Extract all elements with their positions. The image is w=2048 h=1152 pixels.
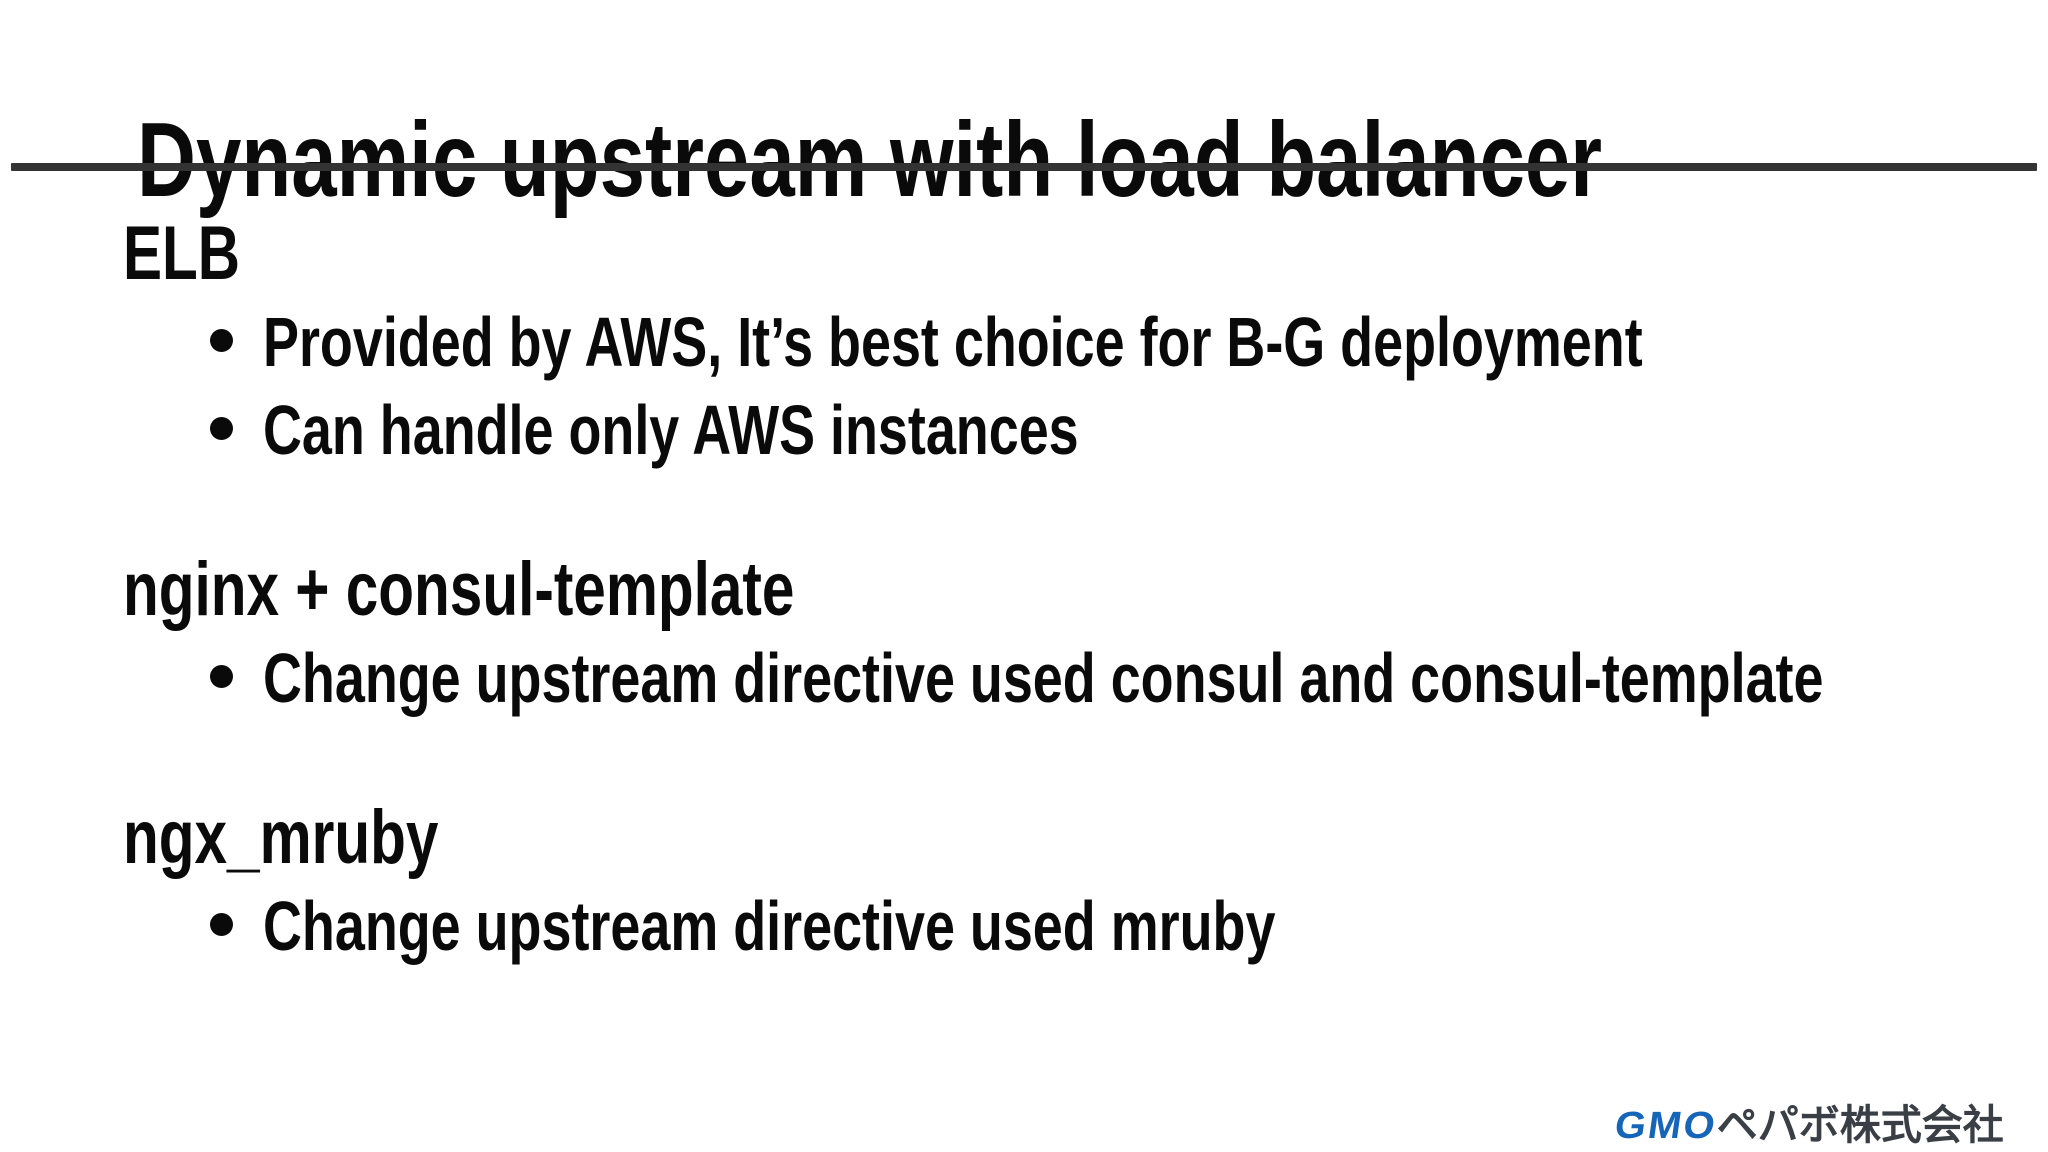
section-heading-text: nginx + consul-template [123,547,795,632]
bullet-text: Can handle only AWS instances [263,391,1079,469]
section-heading: ngx_mruby [123,794,2023,882]
bullet-list: Change upstream directive used consul an… [123,634,2023,722]
slide-title: Dynamic upstream with load balancer [137,102,2040,218]
section-nginx-consul-template: nginx + consul-template Change upstream … [123,546,2023,722]
slide-body: ELB Provided by AWS, It’s best choice fo… [123,210,2023,1042]
gmo-pepabo-logo: GMO ペパボ株式会社 [1612,1098,2004,1148]
bullet-list: Provided by AWS, It’s best choice for B-… [123,298,2023,474]
bullet-text: Change upstream directive used consul an… [263,639,1824,717]
list-item: Change upstream directive used consul an… [123,634,2023,722]
gmo-logo-text: GMO [1612,1105,1720,1147]
section-heading-text: ngx_mruby [123,795,439,880]
section-heading: nginx + consul-template [123,546,2023,634]
list-item: Provided by AWS, It’s best choice for B-… [123,298,2023,386]
bullet-text: Provided by AWS, It’s best choice for B-… [263,303,1643,381]
section-elb: ELB Provided by AWS, It’s best choice fo… [123,210,2023,474]
title-divider-rule [11,163,2037,171]
section-heading-text: ELB [123,211,241,296]
slide-title-text: Dynamic upstream with load balancer [137,101,1603,220]
list-item: Change upstream directive used mruby [123,882,2023,970]
section-heading: ELB [123,210,2023,298]
bullet-icon [210,665,233,688]
bullet-icon [210,913,233,936]
bullet-text: Change upstream directive used mruby [263,887,1276,965]
pepabo-company-name: ペパボ株式会社 [1716,1102,2004,1148]
bullet-list: Change upstream directive used mruby [123,882,2023,970]
bullet-icon [210,329,233,352]
section-ngx-mruby: ngx_mruby Change upstream directive used… [123,794,2023,970]
bullet-icon [210,417,233,440]
list-item: Can handle only AWS instances [123,386,2023,474]
